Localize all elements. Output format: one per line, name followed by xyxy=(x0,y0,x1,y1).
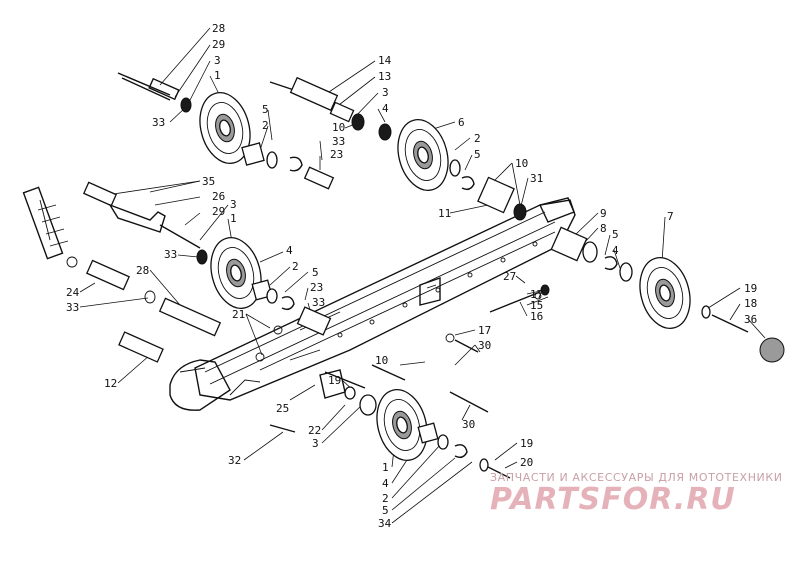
watermark-caption: ЗАПЧАСТИ И АКСЕССУАРЫ ДЛЯ МОТОТЕХНИКИ xyxy=(490,471,783,484)
callout: 5 xyxy=(612,228,619,241)
callout: 2 xyxy=(474,132,481,145)
callout: 2 xyxy=(292,260,299,273)
callout: 11 xyxy=(438,207,451,220)
callout: 6 xyxy=(458,116,465,129)
callout: 29 xyxy=(212,205,225,218)
callout: 35 xyxy=(202,175,215,188)
callout: 34 xyxy=(378,517,392,530)
callout: 17 xyxy=(530,288,543,301)
spacer-tubes-left xyxy=(86,259,222,363)
callout: 18 xyxy=(744,297,757,310)
callout: 8 xyxy=(600,222,607,235)
callout: 1 xyxy=(214,69,221,82)
leader-lines xyxy=(79,27,766,524)
callout: 28 xyxy=(212,22,225,35)
callout: 33 xyxy=(152,116,165,129)
callout: 7 xyxy=(667,210,674,223)
callout: 16 xyxy=(530,310,543,323)
callout: 27 xyxy=(503,270,516,283)
callout: 28 xyxy=(136,264,149,277)
watermark-logo: PARTSFOR.RU xyxy=(490,482,736,517)
callout: 17 xyxy=(478,324,491,337)
callout: 10 xyxy=(375,354,388,367)
callout: 31 xyxy=(530,172,543,185)
callout: 1 xyxy=(230,212,237,225)
callout: 5 xyxy=(382,504,389,517)
callout: 19 xyxy=(520,437,533,450)
callout: 32 xyxy=(228,454,241,467)
callout: 3 xyxy=(312,437,319,450)
callout: 25 xyxy=(276,402,289,415)
callout: 29 xyxy=(212,38,225,51)
callout: 20 xyxy=(520,456,533,469)
callout: 1 xyxy=(382,461,389,474)
callout: 19 xyxy=(744,282,757,295)
callout: 10 xyxy=(332,121,345,134)
callout: 10 xyxy=(515,157,528,170)
callout: 3 xyxy=(382,86,389,99)
idler-wheel-top-left xyxy=(117,72,335,190)
callout: 2 xyxy=(262,119,269,132)
callout: 36 xyxy=(744,313,757,326)
callout: 5 xyxy=(262,103,269,116)
callout: 4 xyxy=(382,102,389,115)
callout: 33 xyxy=(312,296,325,309)
bolts-and-nuts xyxy=(255,284,550,433)
callout: 4 xyxy=(612,244,619,257)
callout: 5 xyxy=(474,148,481,161)
callout: 19 xyxy=(328,374,341,387)
callout: 3 xyxy=(214,54,221,67)
callout: 9 xyxy=(600,207,607,220)
idler-wheel-top-right xyxy=(269,76,527,221)
callout: 23 xyxy=(310,281,323,294)
callout: 33 xyxy=(66,301,79,314)
callout: 5 xyxy=(312,266,319,279)
callout: 12 xyxy=(104,377,117,390)
callout: 33 xyxy=(332,135,345,148)
callout: 2 xyxy=(382,492,389,505)
idler-wheel-right xyxy=(550,226,785,363)
idler-wheel-middle-left xyxy=(82,181,332,336)
shock-absorber xyxy=(22,186,78,268)
callout: 14 xyxy=(378,54,392,67)
idler-wheel-bottom xyxy=(359,389,511,479)
callout: 4 xyxy=(382,477,389,490)
callout: 30 xyxy=(478,339,491,352)
callout: 23 xyxy=(330,148,343,161)
callout: 13 xyxy=(378,70,391,83)
callout: 26 xyxy=(212,190,225,203)
callout: 24 xyxy=(66,286,80,299)
callout: 4 xyxy=(286,244,293,257)
callout: 15 xyxy=(530,299,543,312)
callout: 33 xyxy=(164,248,177,261)
callout: 3 xyxy=(230,198,237,211)
callout-labels: 28 29 3 1 33 14 13 3 4 10 33 5 2 23 6 2 … xyxy=(66,22,757,530)
callout: 22 xyxy=(308,424,321,437)
callout: 21 xyxy=(232,308,245,321)
callout: 30 xyxy=(462,418,475,431)
